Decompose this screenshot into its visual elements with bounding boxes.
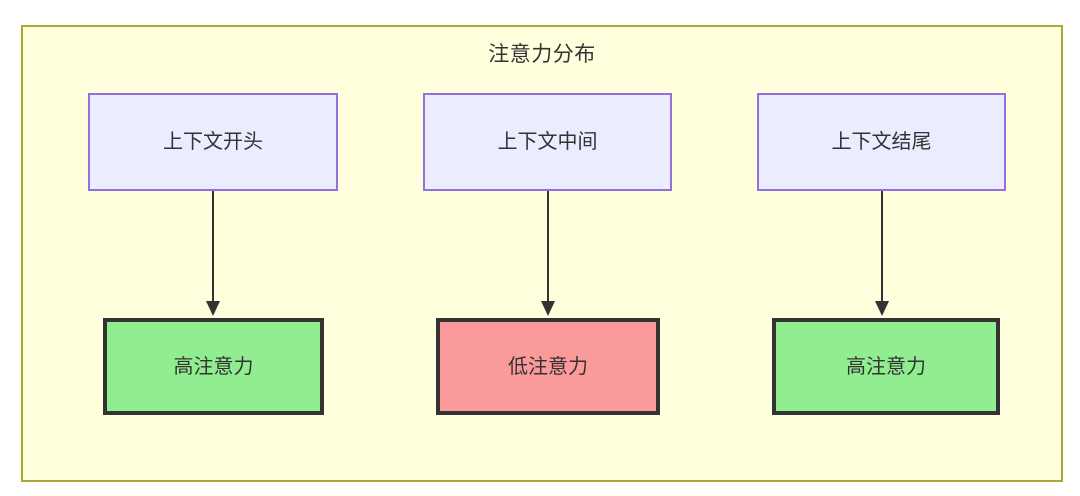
node-context-start[interactable]: 上下文开头 <box>88 93 338 191</box>
node-high-attention-start[interactable]: 高注意力 <box>103 318 324 415</box>
node-low-attention-middle-label: 低注意力 <box>508 355 588 378</box>
node-low-attention-middle[interactable]: 低注意力 <box>436 318 660 415</box>
node-context-end-label: 上下文结尾 <box>831 131 932 153</box>
node-context-end[interactable]: 上下文结尾 <box>757 93 1006 191</box>
node-context-middle-label: 上下文中间 <box>497 131 598 153</box>
node-context-middle[interactable]: 上下文中间 <box>423 93 672 191</box>
node-context-start-label: 上下文开头 <box>163 131 263 153</box>
node-high-attention-start-label: 高注意力 <box>173 355 254 378</box>
node-high-attention-end[interactable]: 高注意力 <box>772 318 1000 415</box>
node-high-attention-end-label: 高注意力 <box>846 355 926 378</box>
subgraph-title: 注意力分布 <box>488 43 596 66</box>
